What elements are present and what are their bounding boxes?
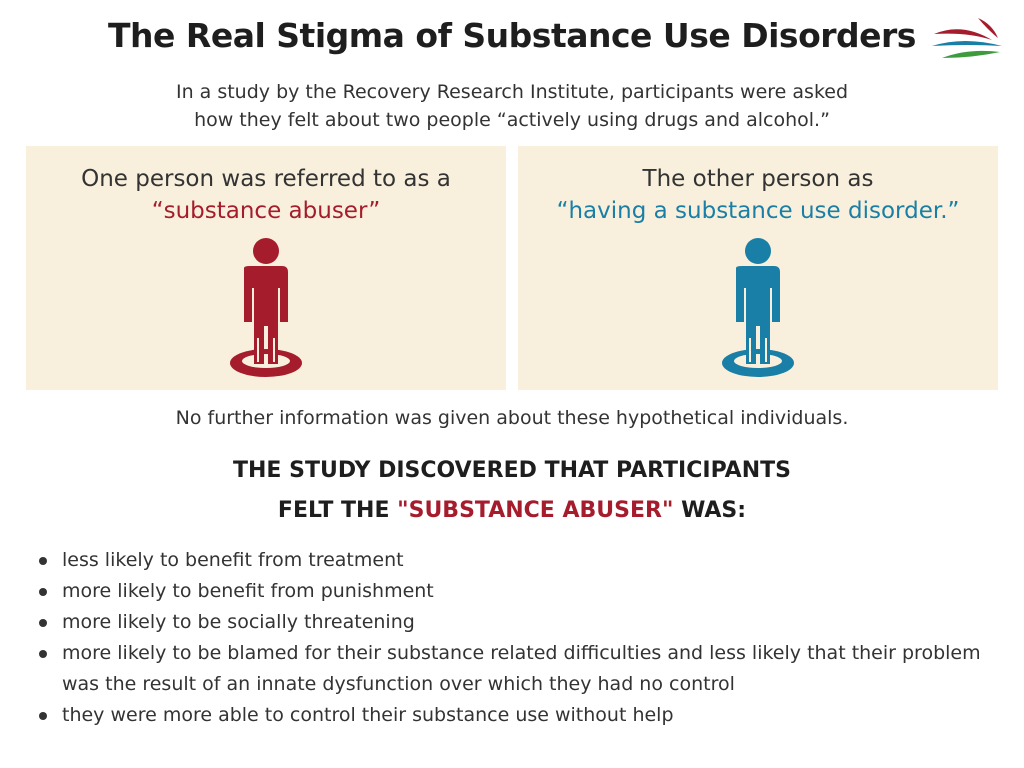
- finding-line: THE STUDY DISCOVERED THAT PARTICIPANTS: [233, 458, 791, 483]
- findings-list: less likely to benefit from treatment mo…: [36, 545, 1016, 731]
- finding-line: FELT THE "SUBSTANCE ABUSER" WAS:: [0, 491, 1024, 531]
- person-icon: [722, 238, 794, 377]
- brand-logo-icon: [932, 18, 1002, 58]
- finding-suffix: WAS:: [681, 498, 747, 523]
- panel-term-substance-use-disorder: “having a substance use disorder.”: [556, 198, 960, 224]
- intro-line: how they felt about two people “actively…: [194, 109, 830, 131]
- list-item: more likely to be socially threatening: [36, 607, 1016, 638]
- substance-use-disorder-panel: The other person as “having a substance …: [518, 146, 998, 390]
- list-item-text: more likely to be socially threatening: [62, 611, 415, 633]
- finding-highlight: "SUBSTANCE ABUSER": [397, 498, 674, 523]
- finding-heading: THE STUDY DISCOVERED THAT PARTICIPANTS F…: [0, 451, 1024, 531]
- list-item: they were more able to control their sub…: [36, 700, 1016, 731]
- bullet-icon: [39, 557, 47, 565]
- intro-line: In a study by the Recovery Research Inst…: [175, 81, 849, 103]
- panel-term-substance-abuser: “substance abuser”: [151, 198, 381, 224]
- list-item: more likely to benefit from punishment: [36, 576, 1016, 607]
- list-item-text: they were more able to control their sub…: [62, 704, 674, 726]
- intro-text: In a study by the Recovery Research Inst…: [0, 78, 1024, 134]
- list-item: more likely to be blamed for their subst…: [36, 638, 1016, 700]
- note-text: No further information was given about t…: [175, 407, 849, 429]
- bullet-icon: [39, 712, 47, 720]
- person-icon: [230, 238, 302, 377]
- bullet-icon: [39, 650, 47, 658]
- substance-abuser-panel: One person was referred to as a “substan…: [26, 146, 506, 390]
- list-item-text: more likely to benefit from punishment: [62, 580, 434, 602]
- panel-caption: The other person as: [642, 166, 874, 192]
- list-item: less likely to benefit from treatment: [36, 545, 1016, 576]
- finding-prefix: FELT THE: [277, 498, 390, 523]
- bullet-icon: [39, 619, 47, 627]
- page-title: The Real Stigma of Substance Use Disorde…: [108, 16, 916, 55]
- panel-caption: One person was referred to as a: [81, 166, 451, 192]
- list-item-text: less likely to benefit from treatment: [62, 549, 404, 571]
- bullet-icon: [39, 588, 47, 596]
- list-item-text: more likely to be blamed for their subst…: [62, 642, 981, 695]
